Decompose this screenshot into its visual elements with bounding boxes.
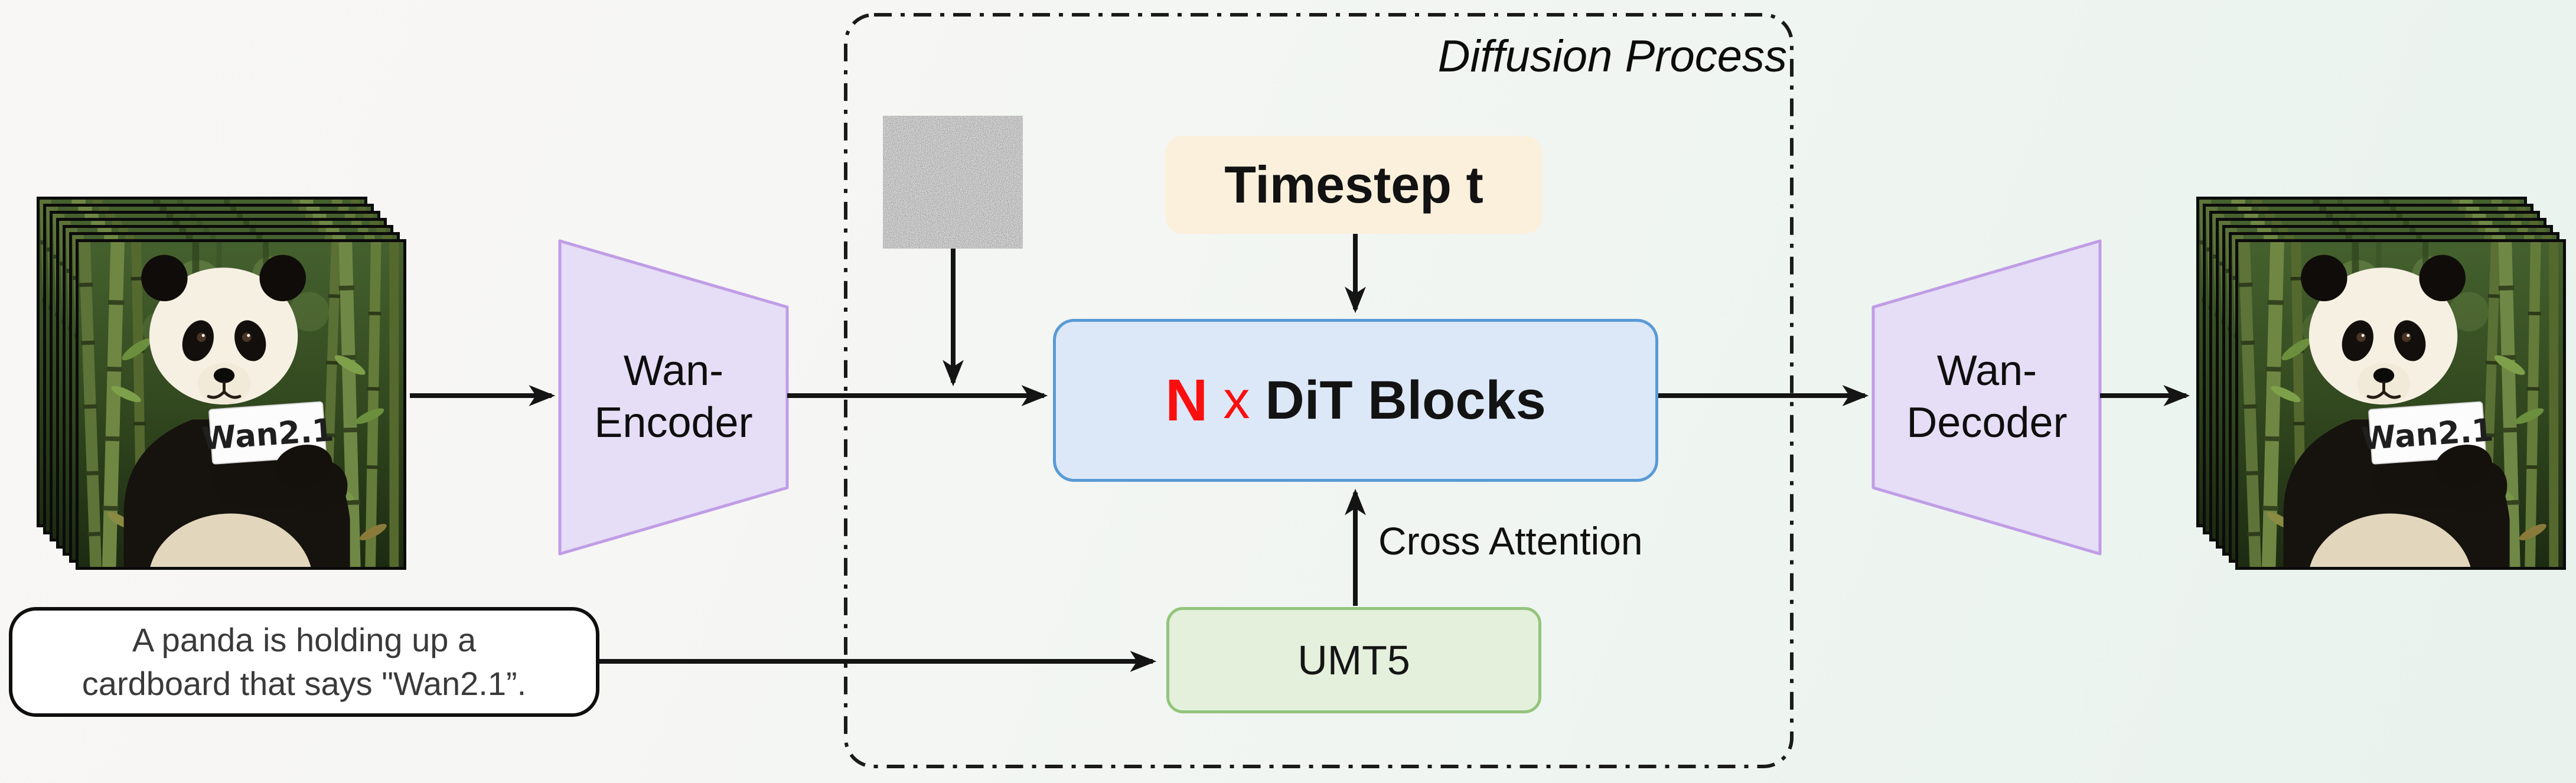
umt5-label: UMT5 — [1297, 637, 1410, 683]
prompt-line-2: cardboard that says "Wan2.1”. — [81, 665, 527, 702]
dit-blocks-box: N x DiT Blocks — [1053, 319, 1658, 482]
dit-times: x — [1223, 370, 1250, 430]
dit-label: DiT Blocks — [1265, 370, 1546, 430]
video-frame-front — [2235, 239, 2566, 570]
dit-count: N — [1165, 367, 1208, 433]
video-frame-front — [76, 239, 406, 570]
output-video-frame-stack — [2196, 197, 2574, 575]
wan-decoder-shape — [1871, 239, 2102, 556]
cross-attention-label: Cross Attention — [1378, 519, 1643, 563]
wan-decoder-label-line1: Wan- — [1936, 347, 2037, 394]
wan-decoder-label-line2: Decoder — [1906, 399, 2068, 446]
wan-encoder-label-line1: Wan- — [623, 347, 724, 394]
umt5-box: UMT5 — [1166, 607, 1541, 713]
wan-encoder-label-line2: Encoder — [594, 399, 753, 446]
timestep-box: Timestep t — [1165, 136, 1543, 234]
diffusion-process-box — [844, 13, 1794, 768]
timestep-label: Timestep t — [1224, 155, 1483, 214]
text-prompt-box: A panda is holding up a cardboard that s… — [9, 607, 599, 717]
input-video-frame-stack — [37, 197, 415, 575]
wan-encoder-label: Wan- Encoder — [560, 334, 787, 461]
diffusion-process-title: Diffusion Process — [1437, 31, 1787, 81]
prompt-line-1: A panda is holding up a — [132, 621, 477, 659]
wan-decoder-label: Wan- Decoder — [1873, 334, 2101, 461]
wan-encoder-shape — [558, 239, 789, 556]
noise-latent-patch — [883, 116, 1023, 249]
